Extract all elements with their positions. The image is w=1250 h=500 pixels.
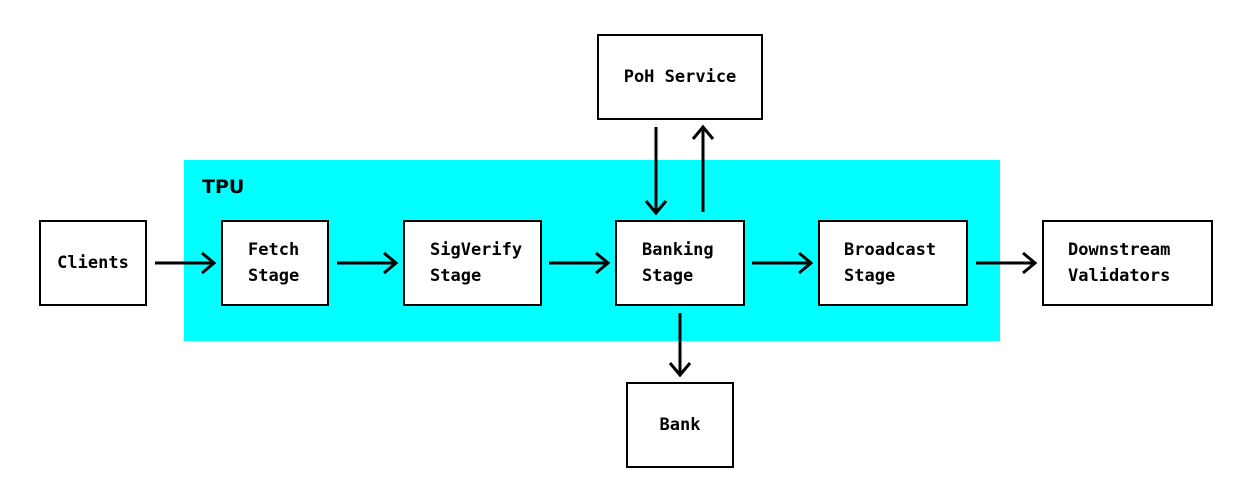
node-poh-service: PoH Service: [597, 34, 763, 120]
node-bank: Bank: [626, 382, 734, 468]
node-clients-label: Clients: [57, 253, 129, 273]
node-poh-service-label: PoH Service: [623, 67, 737, 87]
node-bank-label: Bank: [659, 415, 701, 435]
node-broadcast-stage-label: Broadcast Stage: [844, 240, 937, 286]
node-banking-stage-label: Banking Stage: [642, 240, 714, 286]
tpu-region-label: TPU: [202, 176, 245, 198]
edge-banking-to-broadcast: [752, 251, 814, 275]
edge-poh-to-banking: [644, 127, 668, 216]
node-fetch-stage: Fetch Stage: [221, 220, 329, 306]
node-broadcast-stage: Broadcast Stage: [818, 220, 968, 306]
node-sigverify-stage: SigVerify Stage: [403, 220, 542, 306]
node-downstream-validators: Downstream Validators: [1042, 220, 1213, 306]
node-clients: Clients: [39, 220, 147, 306]
edge-banking-to-poh: [691, 124, 715, 212]
edge-banking-to-bank: [668, 313, 692, 378]
node-banking-stage: Banking Stage: [615, 220, 745, 306]
node-sigverify-stage-label: SigVerify Stage: [430, 240, 523, 286]
edge-clients-to-fetch: [155, 251, 217, 275]
node-fetch-stage-label: Fetch Stage: [248, 240, 300, 286]
edge-fetch-to-sigverify: [337, 251, 399, 275]
node-downstream-validators-label: Downstream Validators: [1068, 240, 1171, 286]
edge-broadcast-to-downstream: [976, 251, 1038, 275]
edge-sigverify-to-banking: [549, 251, 611, 275]
